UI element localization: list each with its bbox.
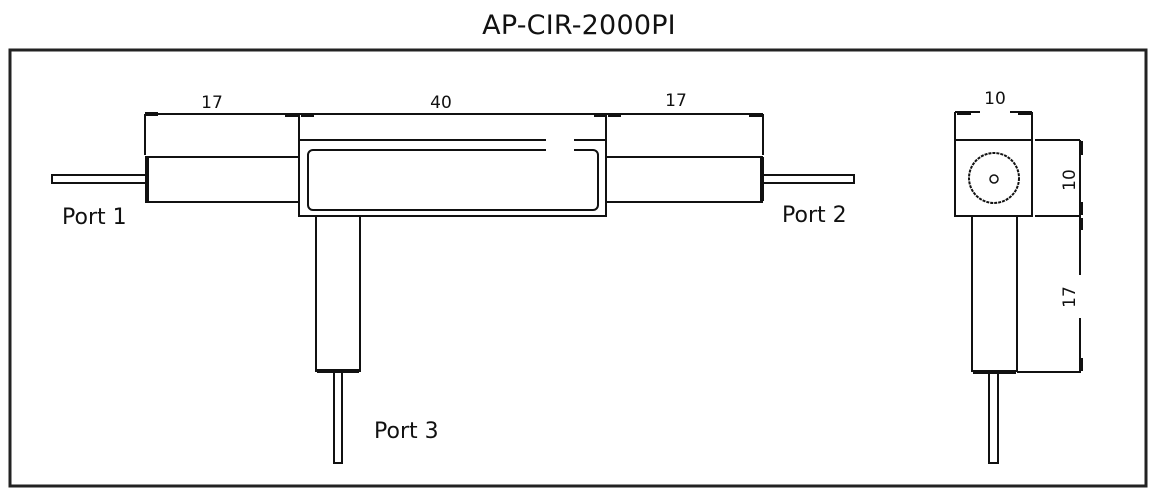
dimension-side-height-10 <box>1035 139 1083 217</box>
fiber-end-circle <box>968 152 1020 204</box>
bottom-tube <box>315 215 361 372</box>
dimension-center-40 <box>298 113 607 140</box>
front-view: 17 40 17 Port 1 Port 2 Port 3 <box>51 91 855 464</box>
dimension-right-17 <box>606 113 764 155</box>
port-1-label: Port 1 <box>62 205 127 230</box>
port-2-fiber <box>761 174 855 184</box>
diagram-title: AP-CIR-2000PI <box>482 10 676 41</box>
dimension-side-width-10 <box>954 111 1033 140</box>
port-1-fiber <box>51 174 147 184</box>
drawing-frame <box>8 48 1148 488</box>
label-gap <box>546 138 574 166</box>
side-fiber <box>988 371 999 464</box>
side-tube <box>971 215 1018 372</box>
dimension-side-tube-17 <box>1017 216 1083 373</box>
port-2-label: Port 2 <box>782 203 847 228</box>
side-body <box>954 139 1033 217</box>
right-tube <box>605 156 763 203</box>
dim-label-side-height-10: 10 <box>1060 169 1080 191</box>
fiber-core <box>989 174 999 184</box>
side-view: 10 10 17 <box>954 89 1083 464</box>
dim-label-side-width-10: 10 <box>984 89 1006 109</box>
center-body-inner <box>307 149 599 211</box>
dim-label-left-17: 17 <box>201 93 223 113</box>
dim-label-center-40: 40 <box>430 93 452 113</box>
dim-label-right-17: 17 <box>665 91 687 111</box>
left-tube <box>145 156 300 203</box>
dimension-left-17 <box>144 112 299 155</box>
dim-label-side-tube-17: 17 <box>1060 286 1080 308</box>
port-3-fiber <box>333 370 343 464</box>
port-3-label: Port 3 <box>374 419 439 444</box>
